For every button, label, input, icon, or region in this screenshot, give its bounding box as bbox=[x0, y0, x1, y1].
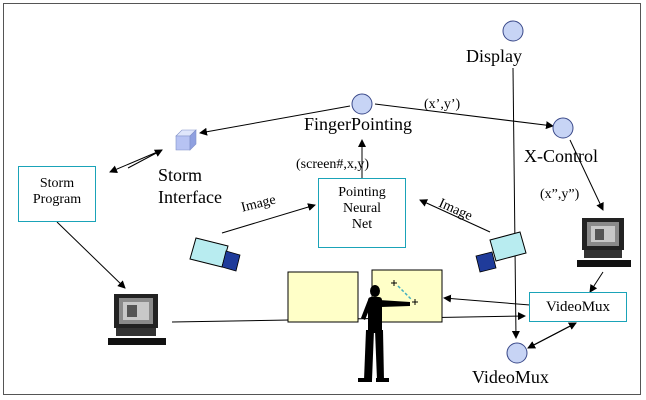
edge-videomux-to-panel bbox=[443, 294, 531, 306]
edge-computer-to-videomux bbox=[589, 271, 604, 293]
edge-label-screen-xy: (screen#,x,y) bbox=[296, 157, 370, 172]
edge-left-camera-to-pnn bbox=[221, 203, 316, 234]
display-panel-left bbox=[287, 271, 359, 323]
edge-right-camera-to-pnn bbox=[419, 199, 491, 233]
cursor-trail bbox=[397, 285, 412, 300]
diagram-frame bbox=[3, 3, 641, 395]
storm-interface-label-line1: Storm bbox=[158, 165, 203, 185]
videomux-box: VideoMux bbox=[529, 292, 627, 322]
xcontrol-label: X-Control bbox=[524, 146, 598, 166]
pnn-line3: Net bbox=[351, 217, 373, 233]
storm-interface-cube-icon bbox=[175, 129, 197, 151]
edge-label-xy-prime: (x’,y’) bbox=[424, 97, 461, 112]
edge-storm-program-to-computer bbox=[56, 221, 126, 289]
display-node-icon bbox=[502, 20, 524, 42]
display-panel-right bbox=[371, 269, 443, 323]
edge-display-to-videomux bbox=[511, 67, 520, 339]
edge-xcontrol-to-computer bbox=[569, 139, 604, 211]
storm-program-line2: Program bbox=[32, 192, 82, 208]
person-silhouette-icon bbox=[358, 285, 410, 382]
computer-right-icon bbox=[577, 218, 631, 267]
fingerpointing-node-icon bbox=[351, 93, 373, 115]
edge-storm-interface-storm-program bbox=[127, 149, 163, 169]
storm-program-box: Storm Program bbox=[18, 166, 96, 222]
edge-storm-program-storm-interface bbox=[109, 149, 163, 173]
edge-fingerpointing-to-storm-interface bbox=[199, 105, 351, 136]
xcontrol-node-icon bbox=[552, 117, 574, 139]
edge-videomux-box-to-node bbox=[527, 322, 577, 349]
pnn-line2: Neural bbox=[342, 201, 382, 217]
cursor-crosshair-icon bbox=[391, 280, 418, 305]
camera-left-icon bbox=[189, 237, 241, 272]
fingerpointing-label: FingerPointing bbox=[304, 114, 413, 134]
display-label: Display bbox=[466, 46, 522, 66]
videomux-node-label: VideoMux bbox=[472, 367, 549, 387]
videomux-node-icon bbox=[506, 342, 528, 364]
storm-interface-label-line2: Interface bbox=[158, 187, 222, 207]
edge-label-xy-double-prime: (x”,y”) bbox=[540, 187, 580, 202]
pnn-line1: Pointing bbox=[338, 185, 386, 200]
camera-right-icon bbox=[475, 231, 527, 273]
computer-left-icon bbox=[108, 294, 166, 345]
storm-program-line1: Storm bbox=[39, 176, 75, 191]
videomux-box-label: VideoMux bbox=[545, 299, 611, 315]
edge-fingerpointing-to-xcontrol bbox=[374, 103, 554, 130]
pointing-neural-net-box: Pointing Neural Net bbox=[318, 178, 406, 248]
